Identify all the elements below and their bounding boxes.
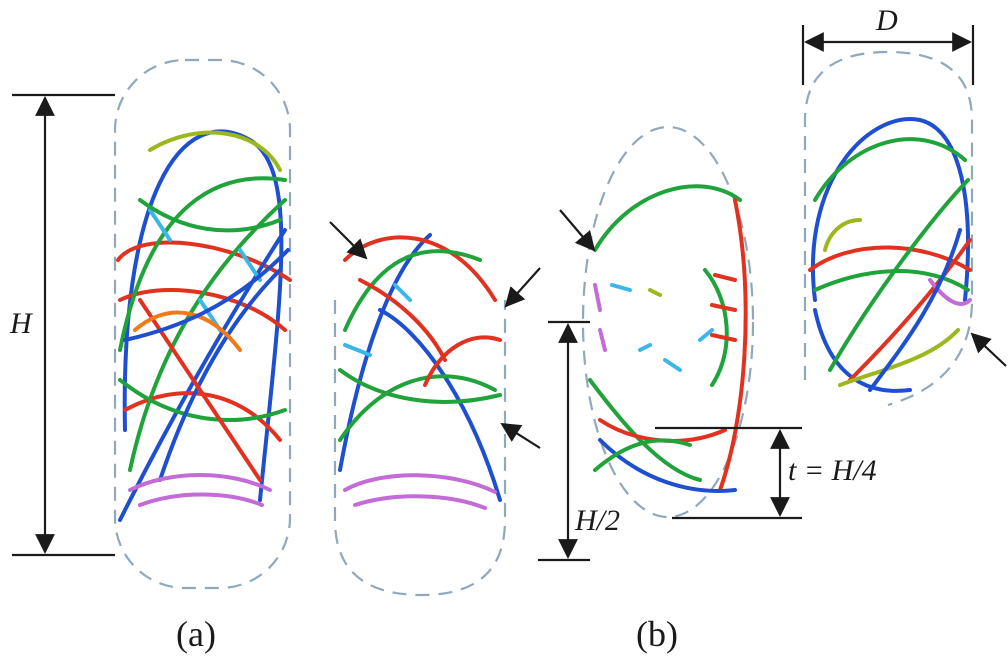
arrow-a1	[329, 221, 368, 260]
specimen-lower-outline	[333, 300, 507, 597]
height-label: H	[9, 307, 34, 340]
arrow-b2	[970, 332, 1007, 367]
middle-slice-outline	[581, 125, 755, 519]
crack-network-full	[116, 129, 292, 522]
thickness-label: t = H/4	[788, 454, 877, 487]
half-height-dimension: H/2	[538, 320, 622, 562]
crack-network-lower	[338, 233, 502, 510]
thickness-dimension: t = H/4	[655, 426, 886, 520]
specimen-middle-slice	[581, 125, 755, 519]
arrow-b1	[559, 209, 596, 252]
half-height-label: H/2	[574, 504, 620, 537]
arrow-a2	[504, 267, 541, 308]
height-dimension: H	[8, 93, 115, 557]
upper-part-outline	[803, 50, 974, 407]
crack-network-middle	[588, 184, 748, 493]
crack-network-upper	[808, 117, 972, 393]
specimen-upper-part	[803, 50, 974, 407]
crack-arrows-a	[329, 221, 541, 449]
specimen-full	[113, 58, 292, 590]
diameter-dimension: D	[801, 4, 975, 85]
caption-b: (b)	[636, 614, 678, 654]
diameter-label: D	[875, 4, 898, 37]
arrow-a3	[500, 422, 541, 449]
specimen-lower-part	[333, 233, 507, 597]
caption-a: (a)	[176, 614, 216, 654]
